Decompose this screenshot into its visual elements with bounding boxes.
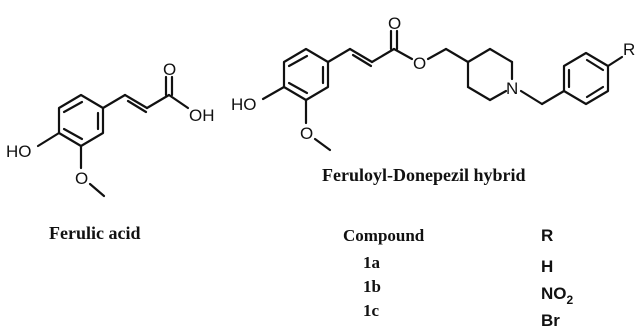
ferulic-methoxy-oxygen: O <box>75 169 88 188</box>
hybrid-benzene-ring <box>282 47 330 102</box>
hybrid-methoxy-oxygen: O <box>300 124 313 143</box>
row-1c-r: Br <box>541 311 560 330</box>
compound-table: Compound R 1a H 1b NO2 1c Br <box>343 226 574 330</box>
row-1a-compound: 1a <box>363 253 381 272</box>
row-1a-r: H <box>541 257 553 276</box>
row-1b-compound: 1b <box>363 277 381 296</box>
hybrid-substituent-r: R <box>623 40 635 59</box>
table-row: 1c Br <box>363 301 560 330</box>
row-1b-r: NO2 <box>541 284 574 307</box>
hybrid-piperidine-ring <box>466 47 514 102</box>
row-1c-compound: 1c <box>363 301 380 320</box>
table-header-r: R <box>541 226 553 245</box>
hybrid-structure: HO O O O N <box>231 14 635 152</box>
table-row: 1b NO2 <box>363 277 574 307</box>
hybrid-carbonyl-oxygen: O <box>388 14 401 33</box>
hybrid-nitrogen-label: N <box>506 79 518 98</box>
table-row: 1a H <box>363 253 553 276</box>
ferulic-hydroxyl-label: OH <box>189 106 215 125</box>
ferulic-benzene-ring <box>57 93 105 148</box>
row-1b-r-main: NO <box>541 284 567 303</box>
ferulic-carbonyl-oxygen: O <box>163 60 176 79</box>
hybrid-acrylate-chain <box>326 29 470 68</box>
ferulic-acrylic-chain <box>101 75 190 114</box>
hybrid-benzyl-ring <box>562 51 610 106</box>
ferulic-phenol-label: HO <box>6 142 32 161</box>
hybrid-caption: Feruloyl-Donepezil hybrid <box>322 165 526 185</box>
ferulic-acid-structure: O OH HO O <box>6 60 215 198</box>
row-1b-r-subscript: 2 <box>567 293 574 307</box>
ferulic-acid-caption: Ferulic acid <box>49 223 140 243</box>
hybrid-ester-oxygen: O <box>413 54 426 73</box>
hybrid-phenol-label: HO <box>231 95 257 114</box>
table-header-compound: Compound <box>343 226 425 245</box>
